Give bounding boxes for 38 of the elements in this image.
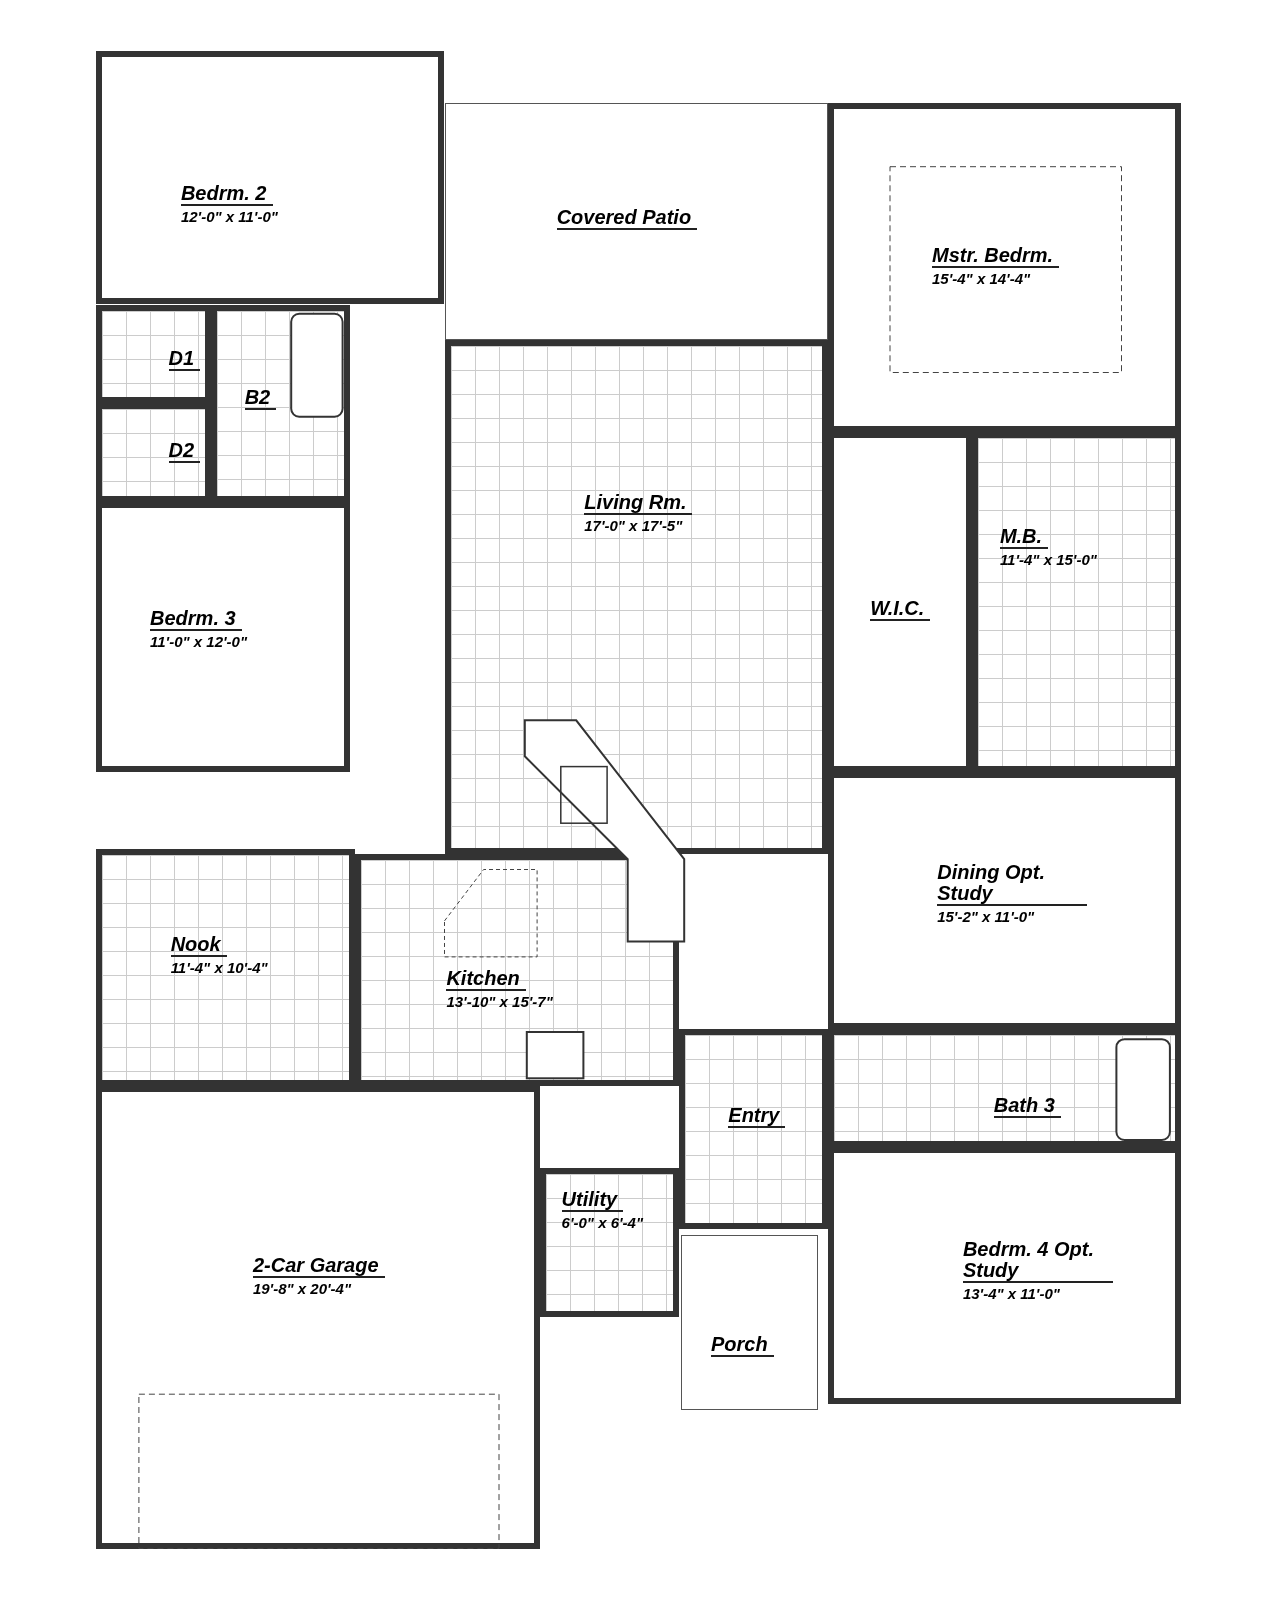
room-dimensions: 15'-2" x 11'-0" [937, 908, 1036, 926]
room-outline [95, 51, 445, 305]
room-name: B2 [244, 386, 277, 410]
room-dimensions: 13'-4" x 11'-0" [962, 1284, 1061, 1302]
room-dimensions: 17'-0" x 17'-5" [584, 516, 684, 534]
room-outline [828, 1147, 1182, 1405]
room-name: Bedrm. 4 Opt. Study [962, 1238, 1113, 1283]
room-name: Kitchen [446, 968, 526, 992]
room-name: Covered Patio [556, 206, 698, 230]
room-name: Entry [728, 1104, 786, 1128]
room-name: Bedrm. 2 [180, 182, 273, 206]
room-name: Utility [561, 1189, 624, 1213]
room-dimensions: 11'-4" x 15'-0" [999, 550, 1098, 568]
room-name: Dining Opt. Study [937, 862, 1088, 907]
room-name: Living Rm. [584, 491, 693, 515]
room-dimensions: 19'-8" x 20'-4" [252, 1280, 353, 1298]
room-outline [95, 1085, 541, 1549]
room-dimensions: 11'-4" x 10'-4" [170, 959, 269, 977]
room-dimensions: 6'-0" x 6'-4" [561, 1214, 644, 1232]
room-name: Porch [711, 1334, 774, 1358]
room-name: Bath 3 [993, 1094, 1061, 1118]
room-outline [828, 102, 1182, 433]
room-dimensions: 13'-10" x 15'-7" [446, 993, 554, 1011]
room-outline [95, 502, 350, 772]
room-dimensions: 11'-0" x 12'-0" [150, 632, 248, 650]
room-name: W.I.C. [870, 597, 931, 621]
room-name: D1 [168, 347, 201, 371]
room-name: 2-Car Garage [252, 1255, 385, 1279]
room-dimensions: 15'-4" x 14'-4" [932, 269, 1032, 287]
room-name: Mstr. Bedrm. [932, 244, 1060, 268]
room-name: Nook [170, 934, 227, 958]
room-name: D2 [168, 440, 201, 464]
room-dimensions: 12'-0" x 11'-0" [180, 207, 279, 225]
outdoor-area [681, 1234, 818, 1410]
room-outline [540, 1167, 680, 1317]
room-name: Bedrm. 3 [150, 607, 242, 631]
outdoor-area [444, 102, 829, 340]
room-name: M.B. [999, 525, 1049, 549]
